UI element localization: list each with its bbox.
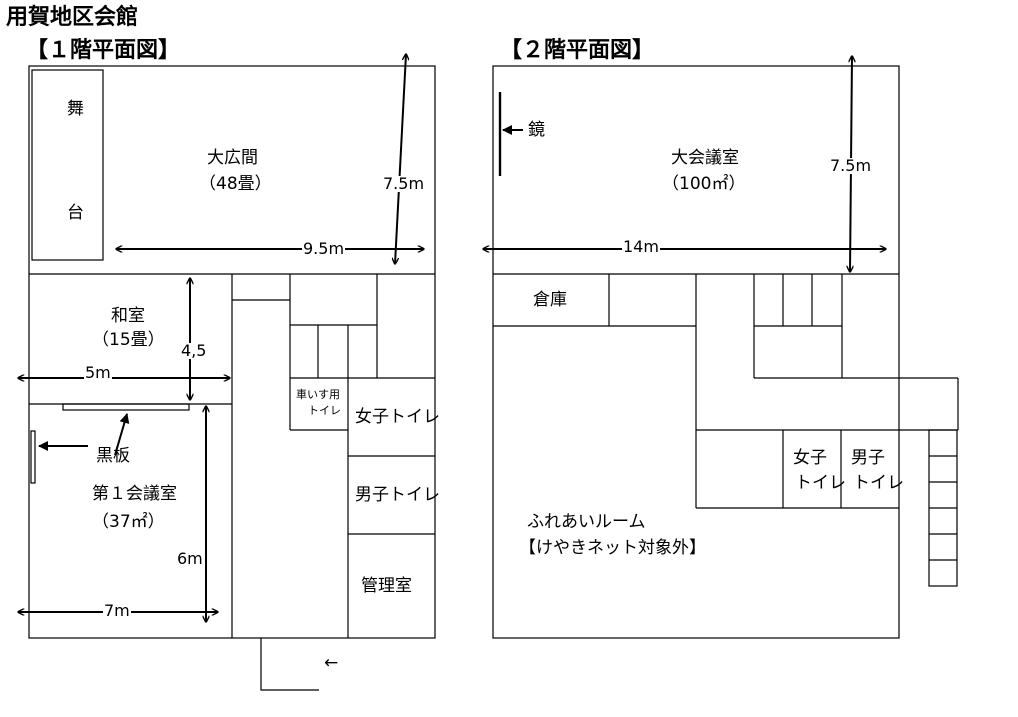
floor1-blackboard-side-mark (30, 430, 36, 484)
floor2-mens-toilet-line1: 男子 (851, 448, 885, 468)
floor2-womens-toilet-line2: トイレ (795, 473, 846, 493)
floor2-fureai-note: 【けやきネット対象外】 (519, 538, 706, 558)
floor2-hall-height-label: 7.5m (829, 156, 873, 175)
floor1-hall-width-label: 9.5m (302, 239, 346, 258)
floor1-hall-height-label: 7.5m (382, 174, 426, 193)
floor1-hall-size: （48畳） (199, 174, 272, 194)
floor1-meeting-height-label: 6m (176, 549, 204, 568)
floor2-fureai-name: ふれあいルーム (527, 512, 646, 532)
floor1-meeting1-size: （37㎡） (92, 512, 165, 532)
floor1-entrance-wall (260, 638, 319, 691)
floor1-blackboard-mark (62, 403, 190, 411)
floor1-office: 管理室 (361, 576, 412, 596)
floor1-meeting-width-label: 7m (103, 601, 131, 620)
floor1-stage-label-top: 舞 (67, 99, 84, 119)
floor2-mens-toilet-line2: トイレ (853, 473, 904, 493)
floor1-hall-name: 大広間 (207, 148, 258, 168)
floor1-womens-toilet: 女子トイレ (355, 407, 440, 427)
floor1-stage-box (31, 69, 104, 261)
floor1-washitsu-width-label: 5m (84, 363, 112, 382)
floor1-washitsu-name: 和室 (111, 306, 145, 326)
floor2-womens-toilet-line1: 女子 (793, 448, 827, 468)
floor1-hall-height-arrow (395, 54, 406, 264)
floor1-washitsu-height-label: 4,5 (180, 341, 208, 360)
floor1-meeting1-name: 第１会議室 (92, 484, 177, 504)
floor2-hall-width-label: 14m (622, 237, 660, 256)
floor1-washitsu-size: （15畳） (92, 330, 165, 350)
floor1-blackboard-label: 黒板 (96, 446, 130, 466)
floor1-blackboard-pointer (114, 413, 130, 456)
floor1-entrance-arrow: ← (324, 653, 339, 673)
floor2-heading: 【２階平面図】 (500, 38, 655, 63)
floor2-hall-size: （100㎡） (662, 174, 746, 194)
floor1-stage-label-bottom: 台 (67, 203, 84, 223)
floor1-wheelchair-toilet-line1: 車いす用 (296, 388, 340, 401)
floor2-hall-name: 大会議室 (671, 148, 739, 168)
floor2-storage: 倉庫 (533, 290, 567, 310)
floor2-walls (492, 65, 959, 639)
floor2-mirror-label: 鏡 (528, 120, 545, 140)
floor2-outline (492, 65, 900, 639)
floor1-wheelchair-toilet-line2: トイレ (308, 404, 341, 417)
floor1-heading: 【１階平面図】 (26, 38, 181, 63)
building-title: 用賀地区会館 (6, 5, 139, 30)
floor1-walls (28, 65, 436, 691)
floor1-mens-toilet: 男子トイレ (355, 485, 440, 505)
